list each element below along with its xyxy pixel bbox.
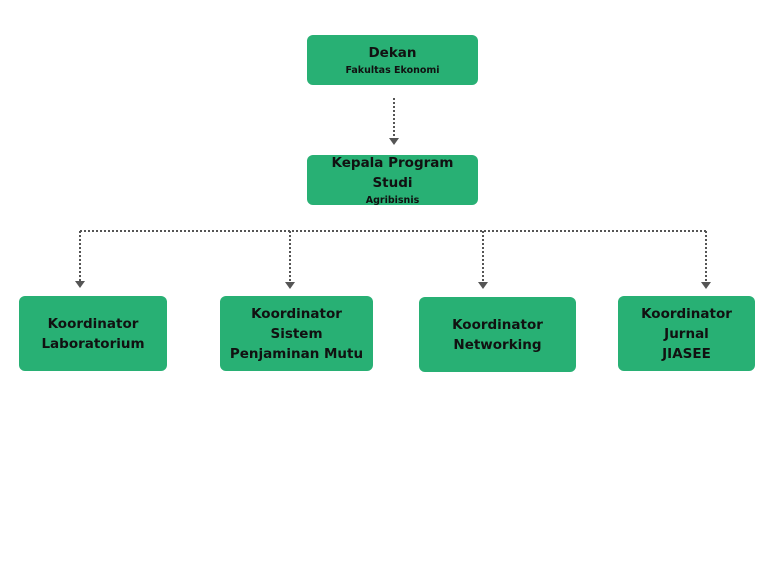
node-label-line1: Koordinator Jurnal — [641, 305, 732, 342]
node-koordinator-networking: Koordinator Networking — [419, 297, 576, 372]
arrowhead-child-4 — [701, 282, 711, 289]
node-koordinator-sistem-penjaminan-mutu: Koordinator Sistem Penjaminan Mutu — [220, 296, 373, 371]
node-label-line1: Koordinator — [47, 315, 139, 332]
node-dekan-subtitle: Fakultas Ekonomi — [345, 65, 440, 76]
node-label-line1: Koordinator — [452, 316, 543, 333]
node-label-line1: Koordinator Sistem — [251, 305, 342, 342]
arrowhead-child-1 — [75, 281, 85, 288]
arrowhead-middle — [389, 138, 399, 145]
node-dekan-title: Dekan — [368, 45, 417, 61]
node-label-line2: Penjaminan Mutu — [229, 345, 364, 362]
node-kepala-prodi: Kepala Program Studi Agribisnis — [307, 155, 478, 206]
node-kepala-prodi-title: Kepala Program Studi — [331, 155, 454, 191]
node-label-line2: JIASEE — [662, 345, 711, 362]
arrowhead-child-3 — [478, 282, 488, 289]
node-label-line2: Laboratorium — [41, 335, 145, 352]
node-dekan: Dekan Fakultas Ekonomi — [307, 35, 478, 85]
node-koordinator-laboratorium: Koordinator Laboratorium — [19, 296, 167, 371]
arrowhead-child-2 — [285, 282, 295, 289]
node-kepala-prodi-subtitle: Agribisnis — [365, 195, 420, 206]
node-label-line2: Networking — [453, 336, 542, 353]
node-koordinator-jurnal-jiasee: Koordinator Jurnal JIASEE — [618, 296, 755, 371]
